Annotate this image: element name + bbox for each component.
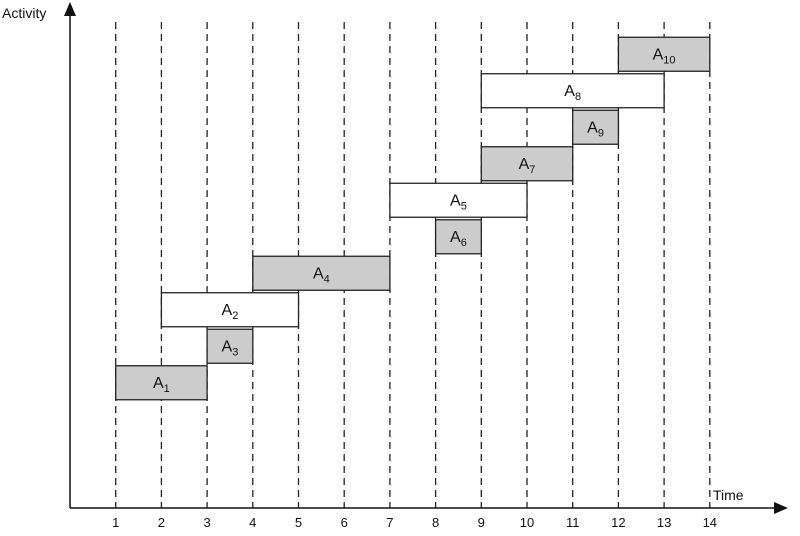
activity-bar [480,73,665,109]
activity-bar [572,109,620,145]
x-tick-label: 13 [657,515,671,530]
activity-bar [115,365,208,401]
activity-letter: A [313,265,324,282]
x-tick-label: 3 [203,515,210,530]
activity-letter: A [222,302,233,319]
activity-bar [252,255,391,291]
activity-letter: A [587,119,598,136]
activity-letter: A [653,46,664,63]
x-tick-label: 2 [158,515,165,530]
x-tick-label: 10 [520,515,534,530]
activity-label: A7 [519,156,536,176]
activity-index: 5 [461,200,467,212]
activity-index: 1 [164,383,170,395]
activity-a1: A1 [115,365,208,401]
x-tick-label: 12 [611,515,625,530]
activity-a10: A10 [617,36,711,72]
activity-index: 7 [529,164,535,176]
activity-bar [389,182,528,218]
x-tick-label: 11 [566,515,580,530]
activity-letter: A [519,156,530,173]
activity-letter: A [564,83,575,100]
activity-label: A1 [153,375,170,395]
activity-letter: A [222,338,233,355]
activity-bar [617,36,711,72]
x-axis-label: Time [713,487,744,503]
activity-a5: A5 [389,182,528,218]
activity-label: A10 [653,46,676,66]
activity-letter: A [450,229,461,246]
activity-label: A3 [222,338,239,358]
activity-index: 8 [575,91,581,103]
activity-index: 10 [663,54,675,66]
activity-bar [206,328,254,364]
x-tick-label: 7 [386,515,393,530]
activity-letter: A [153,375,164,392]
activity-a2: A2 [160,292,300,328]
activity-label: A9 [587,119,604,139]
y-axis-label: Activity [2,5,46,21]
x-tick-label: 9 [478,515,485,530]
x-tick-label: 8 [432,515,439,530]
activity-a6: A6 [434,219,482,255]
y-axis-arrow-icon [64,2,76,16]
activity-index: 3 [232,346,238,358]
x-tick-label: 14 [703,515,717,530]
activity-a4: A4 [252,255,391,291]
activity-label: A2 [222,302,239,322]
activity-letter: A [450,192,461,209]
x-tick-label: 4 [249,515,256,530]
activity-a8: A8 [480,73,665,109]
activity-bar [434,219,482,255]
activity-label: A8 [564,83,581,103]
activity-label: A6 [450,229,467,249]
activity-index: 2 [232,310,238,322]
activity-bar [480,146,574,182]
activity-index: 9 [598,127,604,139]
activity-index: 4 [324,273,330,285]
activity-a3: A3 [206,328,254,364]
x-tick-label: 5 [295,515,302,530]
x-tick-label: 1 [112,515,119,530]
activity-a9: A9 [572,109,620,145]
axes: Activity Time [2,2,788,514]
activity-bar [160,292,300,328]
activity-label: A5 [450,192,467,212]
x-tick-label: 6 [341,515,348,530]
x-axis-arrow-icon [774,502,788,514]
activity-label: A4 [313,265,330,285]
activity-a7: A7 [480,146,574,182]
activity-index: 6 [461,237,467,249]
